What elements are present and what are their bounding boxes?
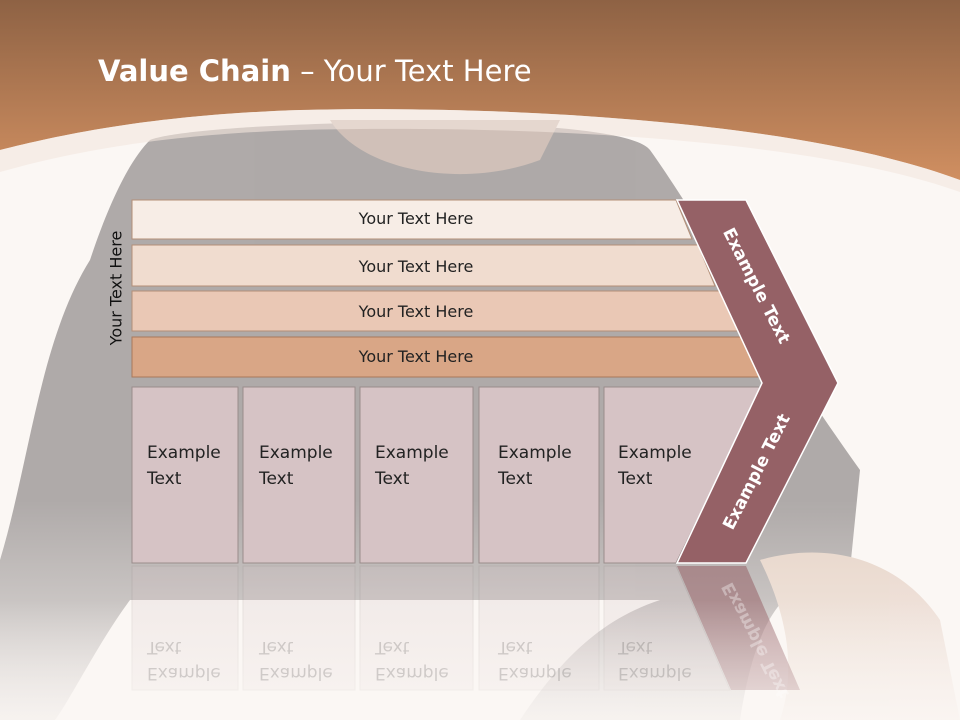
side-label: Your Text Here: [106, 230, 126, 346]
cell-box-3: [359, 386, 474, 564]
header-swoosh: [0, 109, 960, 192]
header-band: [0, 0, 960, 180]
row-label-4: Your Text Here: [358, 347, 474, 366]
cell-box-1: [131, 386, 239, 564]
slide-title: Value Chain – Your Text Here: [98, 54, 532, 88]
row-label-1: Your Text Here: [358, 209, 474, 228]
row-bar-1: [131, 199, 693, 240]
row-label-3: Your Text Here: [358, 302, 474, 321]
row-bar-2: [131, 244, 716, 287]
cells: [131, 386, 763, 564]
row-label-2: Your Text Here: [358, 257, 474, 276]
cell-box-2: [242, 386, 356, 564]
cell-box-4: [478, 386, 600, 564]
chevron: [675, 199, 839, 564]
